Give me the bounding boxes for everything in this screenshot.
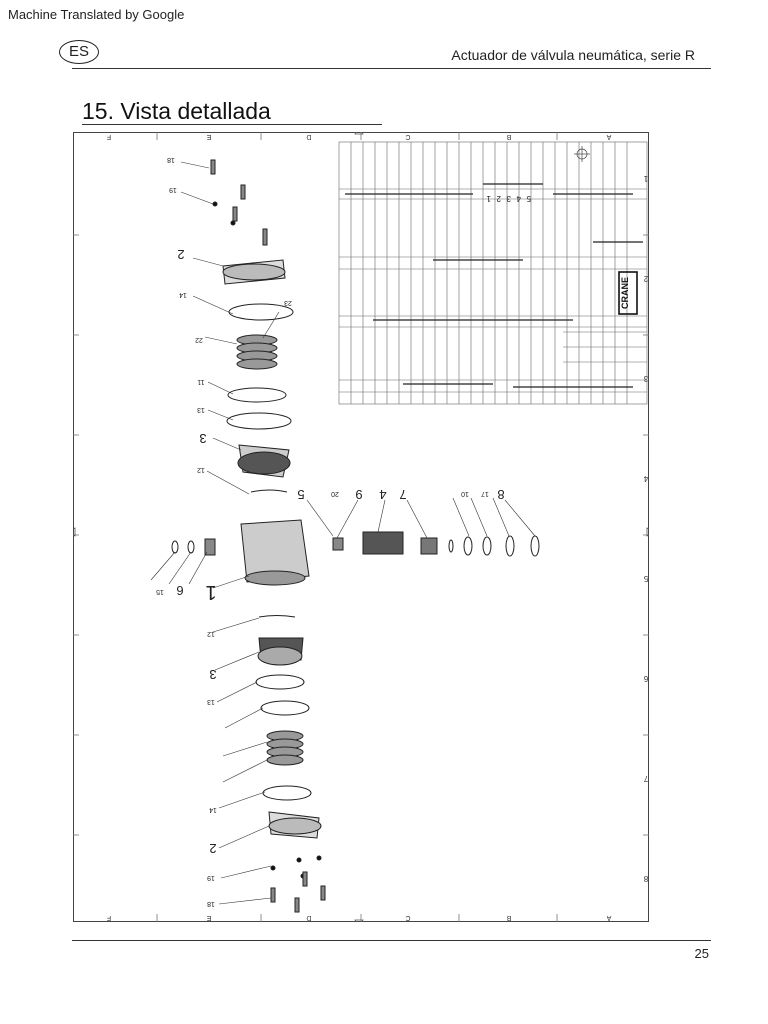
central-parts [171,519,540,586]
title-block-number: 1 [486,194,491,203]
lower-parts [255,615,326,913]
callout-label: 12 [207,630,215,637]
zone-number: 8 [643,874,648,883]
zone-letters-bottom: F E D C B A [107,914,611,921]
title-block-text-strokes [345,183,643,388]
title-block-numbers: 1 2 3 4 5 [486,194,531,203]
zone-letter: F [107,133,111,140]
zone-letter: B [506,914,511,921]
document-title: Actuador de válvula neumática, serie R [451,47,695,63]
zone-letter: D [306,133,311,140]
page-number: 25 [694,946,709,961]
upper-parts [210,159,294,493]
title-block-number: 5 [526,194,531,203]
callout-label: 11 [197,378,204,385]
zone-number: 7 [643,774,648,783]
zone-number: 3 [643,374,648,383]
callout-label: 12 [197,466,205,473]
callout-label: 1 [205,581,216,603]
header-divider [72,68,711,69]
title-block-number: 4 [516,194,521,203]
callout-label: 2 [177,247,184,262]
title-block-number: 3 [506,194,511,203]
zone-letter: F [107,914,111,921]
callout-label: 17 [481,490,489,497]
leader-lines [150,161,536,905]
title-block-grid [338,141,648,405]
callouts-upper: 18 19 2 14 23 22 11 13 3 12 [167,156,292,473]
zone-ticks [73,132,649,922]
crane-logo-text: CRANE [620,277,630,309]
crane-logo: CRANE [618,271,638,315]
callout-label: 22 [195,336,203,343]
zone-letter: D [306,914,311,921]
zone-letter: A [606,133,611,140]
callout-label: 3 [209,667,216,682]
exploded-view-svg: F E D C B A F E D C B A 1 2 3 4 5 6 7 8 … [73,132,649,922]
callout-label: 8 [497,487,504,502]
zone-letter: A [606,914,611,921]
zone-number: 5 [643,574,648,583]
callout-label: 14 [179,291,187,298]
machine-translation-banner: Machine Translated by Google [8,7,185,22]
callout-label: 4 [379,487,386,502]
zone-letter: C [405,133,410,140]
callout-label: 18 [167,156,175,163]
zone-letter: E [206,914,211,921]
zone-numbers-right: 1 2 3 4 5 6 7 8 [643,174,648,883]
callout-label: 13 [207,698,215,705]
zone-letters-top: F E D C B A [107,133,611,140]
zone-number: 6 [643,674,648,683]
callout-label: 2 [209,841,216,856]
zone-letter: C [405,914,410,921]
exploded-view-drawing: F E D C B A F E D C B A 1 2 3 4 5 6 7 8 … [73,132,649,922]
callout-label: 15 [156,588,164,595]
callout-label: 13 [197,406,205,413]
drawing-frame [73,132,649,922]
zone-number: 1 [643,174,648,183]
centering-marks [73,132,649,922]
callout-label: 23 [284,299,292,306]
zone-number: 2 [643,274,648,283]
zone-letter: B [506,133,511,140]
callout-label: 5 [297,487,304,502]
zone-letter: E [206,133,211,140]
zone-number: 4 [643,474,648,483]
callouts-lower: 12 3 13 14 2 19 18 [207,630,217,907]
callouts-center: 1 6 15 [156,581,217,603]
callout-label: 6 [176,583,183,598]
language-badge: ES [59,40,99,64]
footer-divider [72,940,711,941]
callouts-side: 5 20 9 4 7 10 17 8 [297,487,504,502]
callout-label: 19 [169,186,177,193]
callout-label: 20 [331,490,339,497]
callout-label: 9 [355,487,362,502]
callout-label: 19 [207,874,215,881]
callout-label: 14 [209,806,217,813]
title-block-number: 2 [496,194,501,203]
callout-label: 18 [207,900,215,907]
section-title-underline [82,124,382,125]
callout-label: 10 [461,490,469,497]
projection-symbol [574,146,590,162]
section-title: 15. Vista detallada [82,98,271,124]
callout-label: 3 [199,431,206,446]
callout-label: 7 [399,487,406,502]
